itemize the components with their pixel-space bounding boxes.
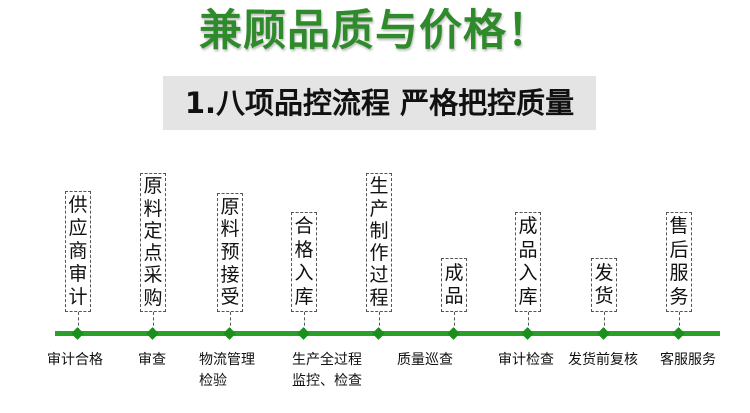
step-char: 成 bbox=[518, 215, 538, 238]
step-char: 受 bbox=[220, 286, 240, 309]
step-char: 库 bbox=[294, 285, 314, 308]
step-char: 原 bbox=[220, 195, 240, 218]
process-timeline bbox=[55, 331, 720, 336]
timeline-marker bbox=[297, 327, 310, 340]
step-box-production-process: 生 产 制 作 过 程 bbox=[366, 173, 392, 312]
step-char: 程 bbox=[369, 286, 389, 309]
step-char: 售 bbox=[669, 215, 689, 238]
step-char: 采 bbox=[143, 264, 163, 287]
step-box-product-storage: 成 品 入 库 bbox=[515, 212, 541, 312]
label-line: 生产全过程 bbox=[292, 352, 362, 368]
step-char: 计 bbox=[68, 286, 88, 308]
step-char: 发 bbox=[594, 261, 614, 284]
timeline-label-production-monitoring: 生产全过程 监控、检查 bbox=[292, 350, 362, 392]
step-box-raw-material-receiving: 原 料 预 接 受 bbox=[217, 193, 243, 312]
connector-line bbox=[230, 312, 231, 331]
timeline-marker bbox=[597, 327, 610, 340]
step-char: 入 bbox=[518, 262, 538, 285]
step-char: 品 bbox=[444, 285, 464, 308]
step-char: 料 bbox=[143, 197, 163, 220]
step-char: 定 bbox=[143, 219, 163, 242]
timeline-label-audit-check: 审计检查 bbox=[498, 350, 554, 371]
step-box-after-sales: 售 后 服 务 bbox=[666, 212, 692, 312]
connector-line bbox=[604, 312, 605, 331]
section-subtitle: 1.八项品控流程 严格把控质量 bbox=[184, 86, 575, 120]
step-char: 审 bbox=[68, 263, 88, 285]
step-box-finished-product: 成 品 bbox=[441, 258, 467, 312]
timeline-label-review: 审查 bbox=[138, 350, 166, 371]
label-line: 审查 bbox=[138, 352, 166, 368]
step-char: 制 bbox=[369, 219, 389, 242]
step-char: 货 bbox=[594, 285, 614, 308]
step-char: 应 bbox=[68, 217, 88, 239]
timeline-label-quality-patrol: 质量巡查 bbox=[397, 350, 453, 371]
step-char: 服 bbox=[669, 262, 689, 285]
timeline-label-customer-service: 客服服务 bbox=[660, 350, 716, 371]
step-char: 点 bbox=[143, 242, 163, 265]
step-char: 务 bbox=[669, 285, 689, 308]
connector-line bbox=[679, 312, 680, 331]
step-char: 格 bbox=[294, 238, 314, 261]
step-box-shipping: 发 货 bbox=[591, 258, 617, 312]
step-char: 合 bbox=[294, 215, 314, 238]
step-char: 供 bbox=[68, 194, 88, 216]
step-char: 品 bbox=[518, 238, 538, 261]
subtitle-band bbox=[163, 76, 596, 130]
timeline-marker bbox=[372, 327, 385, 340]
step-char: 成 bbox=[444, 261, 464, 284]
step-char: 料 bbox=[220, 218, 240, 241]
timeline-marker bbox=[71, 327, 84, 340]
timeline-marker bbox=[146, 327, 159, 340]
timeline-label-audit-pass: 审计合格 bbox=[47, 350, 103, 371]
label-line: 质量巡查 bbox=[397, 352, 453, 368]
step-char: 预 bbox=[220, 240, 240, 263]
timeline-marker bbox=[223, 327, 236, 340]
timeline-label-pre-shipping-review: 发货前复核 bbox=[568, 350, 638, 371]
step-char: 商 bbox=[68, 240, 88, 262]
step-char: 过 bbox=[369, 264, 389, 287]
connector-line bbox=[454, 312, 455, 331]
label-line: 审计检查 bbox=[498, 352, 554, 368]
connector-line bbox=[379, 312, 380, 331]
step-char: 作 bbox=[369, 242, 389, 265]
label-line: 客服服务 bbox=[660, 352, 716, 368]
timeline-marker bbox=[672, 327, 685, 340]
connector-line bbox=[528, 312, 529, 331]
label-line: 审计合格 bbox=[47, 352, 103, 368]
connector-line bbox=[153, 312, 154, 331]
connector-line bbox=[304, 312, 305, 331]
timeline-marker bbox=[447, 327, 460, 340]
step-char: 生 bbox=[369, 175, 389, 198]
label-line: 监控、检查 bbox=[292, 373, 362, 389]
step-char: 后 bbox=[669, 238, 689, 261]
step-char: 库 bbox=[518, 285, 538, 308]
timeline-label-logistics-inspection: 物流管理 检验 bbox=[199, 350, 255, 392]
step-box-raw-material-purchase: 原 料 定 点 采 购 bbox=[140, 173, 166, 312]
step-char: 产 bbox=[369, 197, 389, 220]
step-box-qualified-storage: 合 格 入 库 bbox=[291, 212, 317, 312]
step-box-supplier-audit: 供 应 商 审 计 bbox=[65, 191, 91, 312]
page-headline: 兼顾品质与价格！ bbox=[199, 6, 551, 56]
connector-line bbox=[78, 312, 79, 331]
step-char: 接 bbox=[220, 263, 240, 286]
label-line: 物流管理 bbox=[199, 352, 255, 368]
timeline-marker bbox=[521, 327, 534, 340]
label-line: 发货前复核 bbox=[568, 352, 638, 368]
step-char: 入 bbox=[294, 262, 314, 285]
label-line: 检验 bbox=[199, 373, 227, 389]
step-char: 原 bbox=[143, 175, 163, 198]
step-char: 购 bbox=[143, 286, 163, 309]
